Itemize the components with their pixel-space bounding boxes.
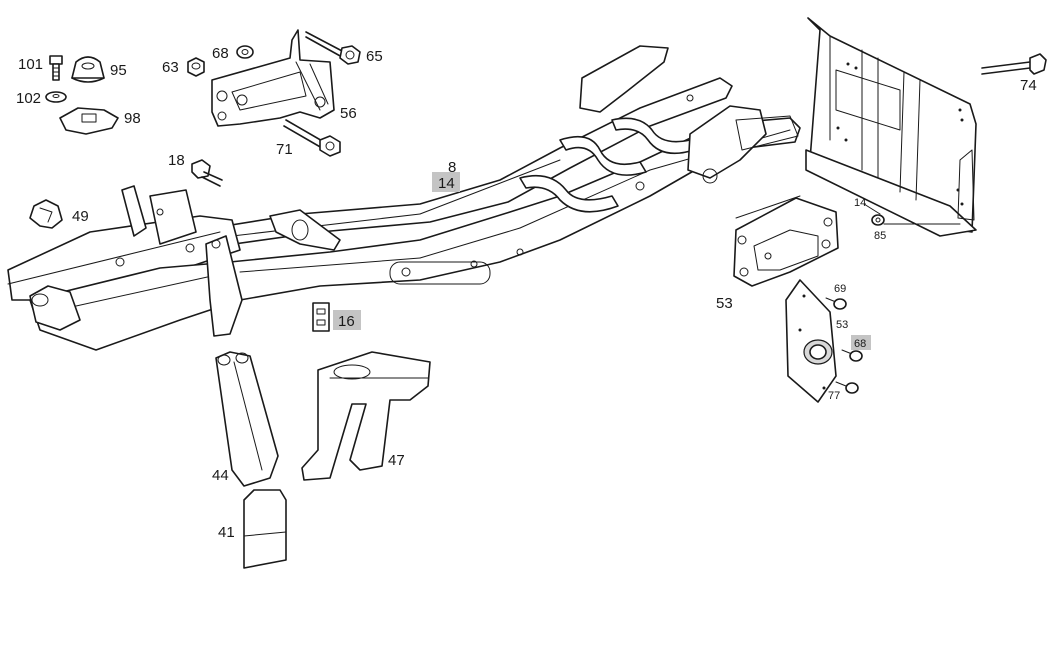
bolt-69: [825, 297, 847, 310]
bracket-56: [211, 29, 335, 127]
bolt-65: [305, 31, 361, 65]
callout-56: 56: [340, 105, 357, 122]
frame-panel: [805, 17, 977, 237]
callout-41: 41: [218, 524, 235, 541]
callout-68-small: 68: [854, 338, 866, 350]
bracket-47: [301, 351, 431, 481]
callout-101: 101: [18, 56, 43, 73]
callout-47: 47: [388, 452, 405, 469]
callout-53-small: 53: [836, 319, 848, 331]
callout-65: 65: [366, 48, 383, 65]
callout-18: 18: [168, 152, 185, 169]
callout-68-small-highlight: [851, 335, 871, 350]
bolt-101: [49, 55, 63, 81]
callout-95: 95: [110, 62, 127, 79]
rubber-mount-95: [71, 56, 105, 83]
washer-102: [45, 91, 67, 103]
bolt-18: [191, 159, 223, 187]
callout-69: 69: [834, 283, 846, 295]
nut-85: [871, 214, 961, 226]
clip-49: [29, 199, 63, 229]
mounting-plate-53: [733, 195, 839, 287]
callout-44: 44: [212, 467, 229, 484]
bolt-74: [981, 53, 1047, 75]
bolt-77: [835, 381, 859, 394]
nut-68-top: [236, 45, 254, 59]
callout-16-highlight: [333, 310, 361, 330]
nut-63: [187, 57, 205, 77]
callout-77: 77: [828, 390, 840, 402]
bolt-71: [283, 119, 341, 157]
callout-16: 16: [338, 313, 355, 330]
chassis-frame: [7, 45, 801, 351]
callout-68-top: 68: [212, 45, 229, 62]
callout-85: 85: [874, 230, 886, 242]
bracket-53-small: [785, 279, 837, 403]
callout-63: 63: [162, 59, 179, 76]
callout-53-big: 53: [716, 295, 733, 312]
callout-14-small: 14: [854, 197, 866, 209]
bolt-68-small: [841, 349, 863, 362]
callout-71: 71: [276, 141, 293, 158]
callout-102: 102: [16, 90, 41, 107]
plate-98: [59, 107, 119, 135]
callout-74: 74: [1020, 77, 1037, 94]
spring-hanger-44: [215, 351, 279, 487]
callout-8: 8: [448, 159, 456, 176]
bracket-16: [312, 302, 330, 332]
callout-98: 98: [124, 110, 141, 127]
callout-14-main: 14: [438, 175, 455, 192]
callout-49: 49: [72, 208, 89, 225]
callout-14-highlight: [432, 172, 460, 192]
plate-41: [243, 489, 287, 569]
